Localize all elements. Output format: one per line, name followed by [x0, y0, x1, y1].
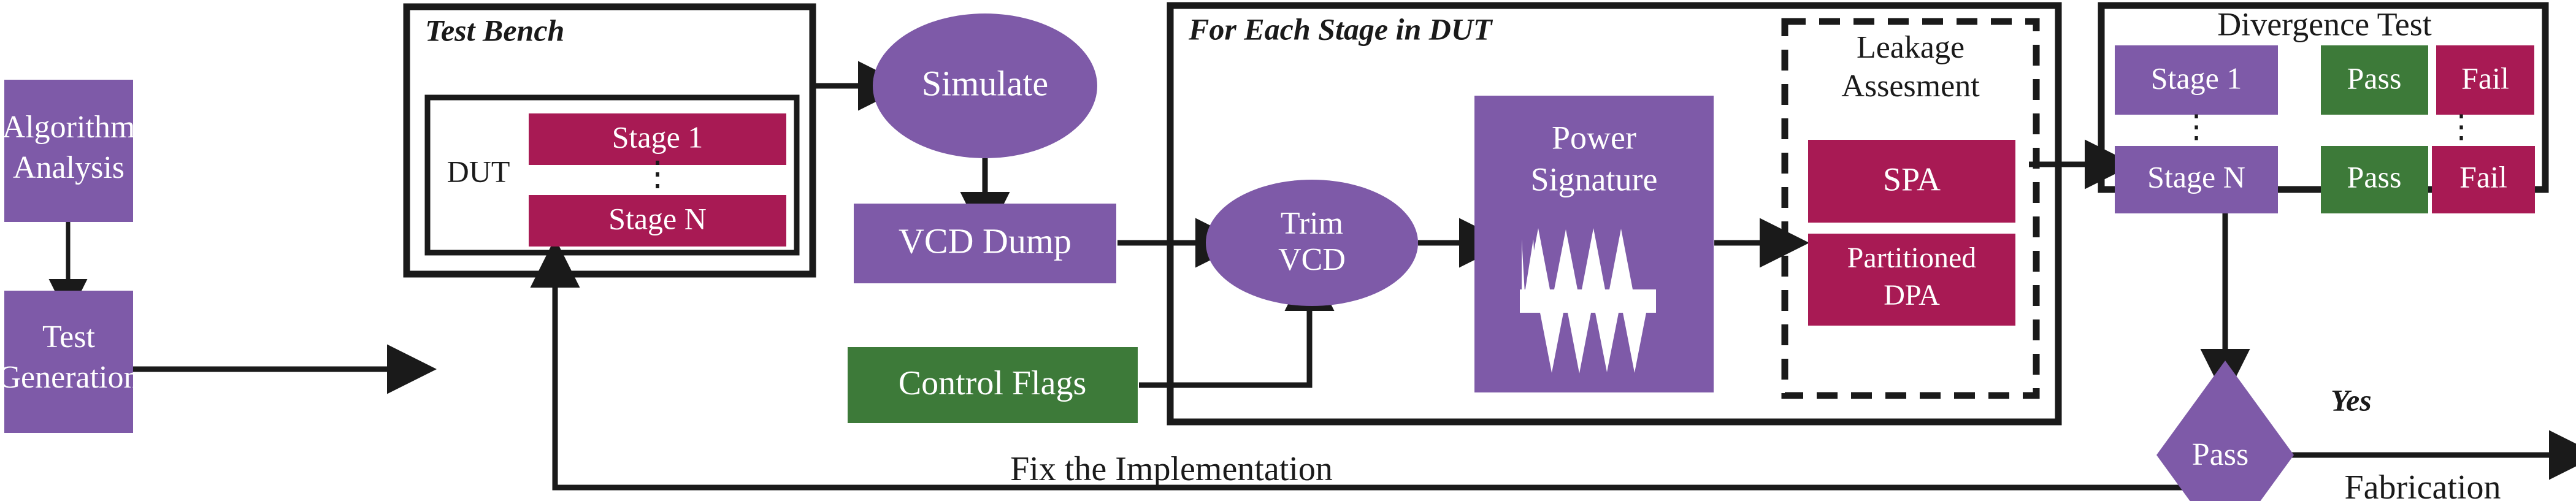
test-generation-label-2: Generation [0, 360, 140, 395]
div-ellipsis-right: ⋮ [2445, 110, 2477, 145]
node-div-fail-n[interactable]: Fail [2432, 146, 2535, 213]
node-div-pass-1[interactable]: Pass [2321, 45, 2428, 115]
div-fail-1-label: Fail [2461, 61, 2509, 95]
edge-label-fix-implementation: Fix the Implementation [1010, 450, 1333, 488]
stage-n-label: Stage N [608, 201, 707, 235]
algorithm-analysis-label-2: Analysis [13, 150, 125, 185]
node-test-generation[interactable]: Test Generation [0, 291, 140, 433]
node-div-pass-n[interactable]: Pass [2321, 146, 2428, 213]
node-trim-vcd[interactable]: Trim VCD [1206, 180, 1418, 306]
dut-container [424, 94, 800, 256]
control-flags-label: Control Flags [899, 364, 1086, 402]
partitioned-dpa-label-1: Partitioned [1847, 242, 1977, 274]
node-simulate[interactable]: Simulate [873, 13, 1097, 158]
node-control-flags[interactable]: Control Flags [848, 347, 1138, 423]
div-fail-n-label: Fail [2459, 159, 2507, 194]
leakage-assessment-label-1: Leakage [1857, 30, 1965, 65]
node-stage-n[interactable]: Stage N [529, 195, 786, 247]
divergence-test-title: Divergence Test [2217, 6, 2432, 42]
leakage-assessment-label-2: Assesment [1841, 69, 1980, 104]
stage-1-label: Stage 1 [612, 120, 703, 154]
for-each-stage-title: For Each Stage in DUT [1188, 12, 1493, 46]
edge-pass-no-fix-implementation [530, 238, 2228, 501]
node-div-stage-1[interactable]: Stage 1 [2115, 45, 2278, 115]
node-algorithm-analysis[interactable]: Algorithm Analysis [2, 80, 136, 222]
node-partitioned-dpa[interactable]: Partitioned DPA [1808, 234, 2015, 326]
node-vcd-dump[interactable]: VCD Dump [854, 204, 1116, 283]
test-bench-container [403, 3, 816, 278]
simulate-label: Simulate [922, 63, 1048, 103]
trim-vcd-label-2: VCD [1278, 242, 1346, 277]
edge-label-fabrication: Fabrication [2344, 468, 2501, 501]
node-div-stage-n[interactable]: Stage N [2115, 146, 2278, 213]
node-stage-1[interactable]: Stage 1 [529, 113, 786, 165]
node-spa[interactable]: SPA [1808, 140, 2015, 223]
node-div-fail-1[interactable]: Fail [2436, 45, 2534, 115]
edge-label-yes: Yes [2331, 383, 2372, 417]
div-pass-n-label: Pass [2347, 159, 2402, 194]
node-power-signature[interactable]: Power Signature [1474, 96, 1714, 392]
div-stage-n-label: Stage N [2147, 159, 2245, 194]
test-generation-label-1: Test [42, 319, 95, 354]
spa-label: SPA [1883, 161, 1941, 197]
pass-decision-label: Pass [2192, 437, 2248, 472]
power-signature-label-2: Signature [1531, 161, 1658, 197]
div-stage-1-label: Stage 1 [2151, 61, 2242, 95]
node-pass-decision[interactable]: Pass [2156, 361, 2294, 501]
trim-vcd-label-1: Trim [1281, 206, 1343, 241]
power-waveform-icon [1520, 228, 1656, 373]
div-pass-1-label: Pass [2347, 61, 2402, 95]
power-signature-label-1: Power [1552, 119, 1636, 156]
vcd-dump-label: VCD Dump [899, 221, 1071, 261]
for-each-stage-container [1167, 2, 2062, 426]
edge-controlflags-to-trimvcd [1139, 261, 1335, 388]
dut-ellipsis: ⋮ [640, 155, 675, 193]
div-ellipsis-left: ⋮ [2180, 110, 2212, 145]
test-bench-title: Test Bench [425, 13, 564, 47]
dut-label: DUT [447, 154, 510, 188]
partitioned-dpa-label-2: DPA [1884, 279, 1940, 312]
algorithm-analysis-label-1: Algorithm [2, 110, 136, 145]
